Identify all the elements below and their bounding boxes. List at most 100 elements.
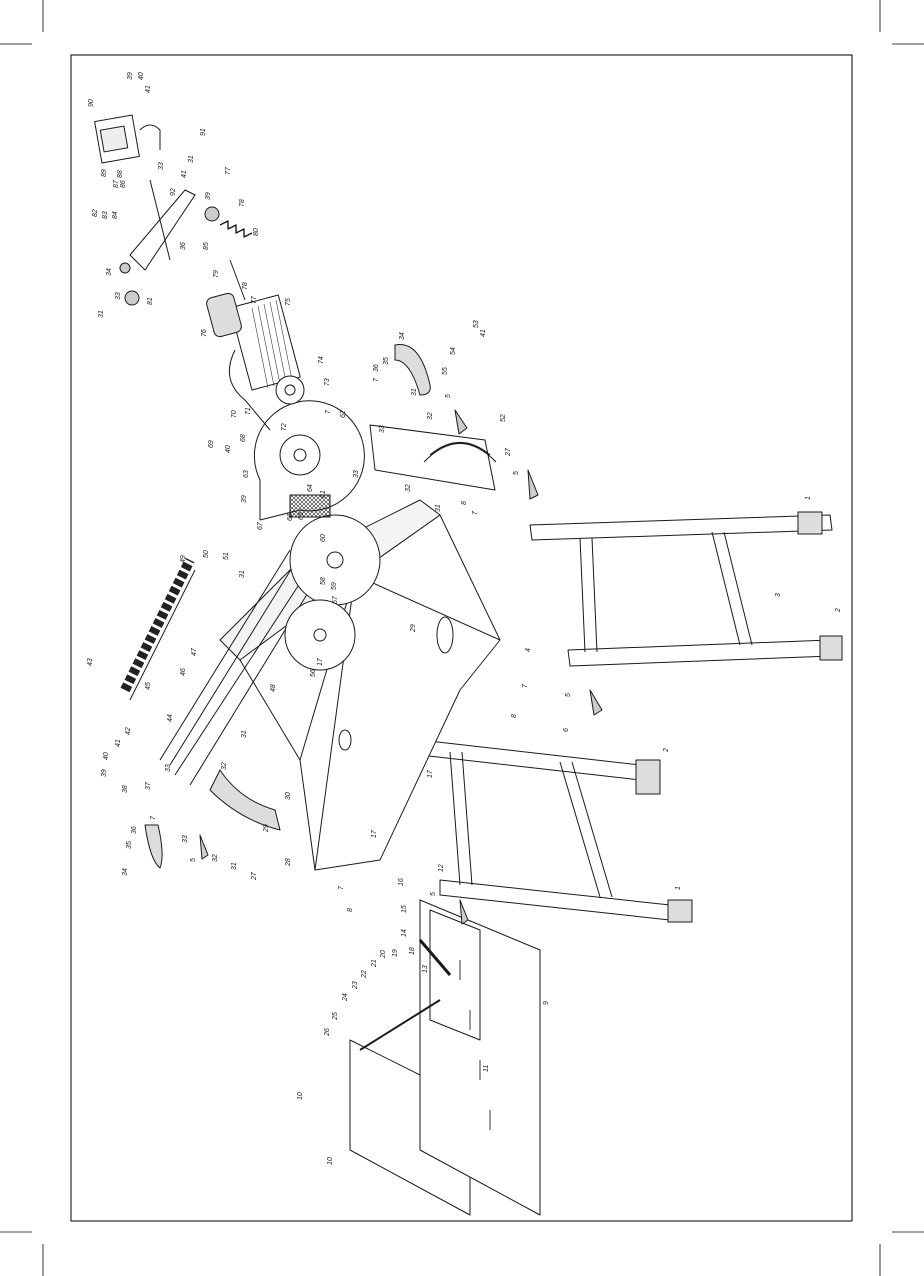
part-label: 60 bbox=[320, 534, 327, 542]
part-label: 55 bbox=[442, 367, 449, 375]
part-label: 17 bbox=[371, 829, 378, 838]
part-label: 8 bbox=[511, 714, 518, 718]
part-label: 78 bbox=[239, 199, 246, 207]
part-label: 92 bbox=[170, 188, 177, 196]
part-label: 25 bbox=[332, 1012, 339, 1021]
part-label: 62 bbox=[340, 410, 347, 418]
part-label: 15 bbox=[401, 905, 408, 913]
part-label: 39 bbox=[127, 72, 134, 80]
part-label: 32 bbox=[427, 412, 434, 420]
part-label: 44 bbox=[167, 714, 174, 722]
part-label: 52 bbox=[500, 414, 507, 422]
part-label: 89 bbox=[101, 169, 108, 177]
part-label: 63 bbox=[243, 470, 250, 478]
part-label: 7 bbox=[373, 377, 380, 382]
part-label: 7 bbox=[338, 885, 345, 890]
part-label: 32 bbox=[405, 484, 412, 492]
part-label: 61 bbox=[320, 490, 327, 498]
part-label: 51 bbox=[223, 552, 230, 560]
part-label: 39 bbox=[205, 192, 212, 200]
part-label: 32 bbox=[221, 762, 228, 770]
part-label: 84 bbox=[112, 211, 119, 219]
part-label: 90 bbox=[88, 99, 95, 107]
lever-clamps bbox=[199, 409, 603, 925]
part-label: 45 bbox=[145, 682, 152, 690]
extension-tables bbox=[349, 899, 541, 1216]
part-label: 24 bbox=[342, 993, 349, 1002]
guide-rails bbox=[159, 549, 326, 786]
part-label: 33 bbox=[182, 835, 189, 843]
part-label: 57 bbox=[332, 595, 339, 604]
part-label: 41 bbox=[145, 85, 152, 93]
part-label: 50 bbox=[203, 550, 210, 558]
part-label: 3 bbox=[775, 593, 782, 597]
part-label: 79 bbox=[213, 270, 220, 278]
part-label: 36 bbox=[373, 364, 380, 372]
part-label: 34 bbox=[399, 332, 406, 340]
part-label: 1 bbox=[675, 886, 682, 890]
part-label: 31 bbox=[98, 310, 105, 318]
part-label: 77 bbox=[225, 166, 232, 175]
part-label: 91 bbox=[200, 128, 207, 136]
part-label: 14 bbox=[401, 929, 408, 937]
part-label: 10 bbox=[327, 1157, 334, 1165]
part-label: 33 bbox=[379, 425, 386, 433]
part-label: 37 bbox=[145, 781, 152, 790]
part-label: 31 bbox=[241, 730, 248, 738]
handle-right bbox=[394, 344, 431, 396]
part-label: 22 bbox=[361, 970, 368, 979]
page-frame bbox=[70, 54, 853, 1222]
part-label: 38 bbox=[122, 785, 129, 793]
part-label: 82 bbox=[92, 209, 99, 217]
part-label: 68 bbox=[240, 434, 247, 442]
part-label: 7 bbox=[522, 683, 529, 688]
part-label: 78 bbox=[242, 282, 249, 290]
part-label: 81 bbox=[147, 297, 154, 305]
part-label: 40 bbox=[138, 72, 145, 80]
part-label: 5 bbox=[565, 693, 572, 697]
part-label: 31 bbox=[188, 155, 195, 163]
part-label: 35 bbox=[383, 357, 390, 365]
part-labels: 1 1 2 2 3 4 5 5 5 5 5 6 7 7 7 7 7 7 8 8 … bbox=[87, 72, 842, 1165]
part-label: 29 bbox=[410, 624, 417, 633]
part-label: 58 bbox=[320, 577, 327, 585]
part-label: 29 bbox=[263, 824, 270, 833]
part-label: 12 bbox=[438, 864, 445, 872]
part-label: 41 bbox=[480, 329, 487, 337]
blade-guard bbox=[253, 400, 365, 521]
cable-chain bbox=[120, 557, 196, 701]
blade bbox=[284, 514, 381, 671]
part-label: 88 bbox=[117, 170, 124, 178]
part-label: 7 bbox=[150, 815, 157, 820]
part-label: 40 bbox=[225, 445, 232, 453]
part-label: 56 bbox=[310, 669, 317, 677]
part-label: 39 bbox=[101, 769, 108, 777]
part-label: 7 bbox=[472, 510, 479, 515]
part-label: 53 bbox=[473, 320, 480, 328]
part-label: 47 bbox=[191, 647, 198, 656]
part-label: 65 bbox=[298, 512, 305, 520]
part-label: 33 bbox=[158, 162, 165, 170]
part-label: 77 bbox=[251, 295, 258, 304]
part-label: 33 bbox=[115, 292, 122, 300]
part-label: 66 bbox=[287, 513, 294, 521]
part-label: 80 bbox=[253, 228, 260, 236]
part-label: 43 bbox=[87, 658, 94, 666]
switch-box bbox=[94, 114, 161, 164]
part-label: 19 bbox=[392, 949, 399, 957]
part-label: 6 bbox=[563, 728, 570, 732]
part-label: 34 bbox=[106, 268, 113, 276]
part-label: 2 bbox=[835, 608, 842, 613]
part-label: 30 bbox=[285, 792, 292, 800]
part-label: 5 bbox=[430, 892, 437, 896]
part-label: 72 bbox=[281, 423, 288, 431]
part-label: 28 bbox=[285, 858, 292, 867]
handle-left bbox=[144, 824, 163, 869]
part-label: 41 bbox=[181, 170, 188, 178]
part-label: 27 bbox=[251, 871, 258, 881]
part-label: 69 bbox=[208, 440, 215, 448]
part-label: 40 bbox=[103, 752, 110, 760]
part-label: 67 bbox=[257, 521, 264, 530]
part-label: 20 bbox=[380, 950, 387, 959]
